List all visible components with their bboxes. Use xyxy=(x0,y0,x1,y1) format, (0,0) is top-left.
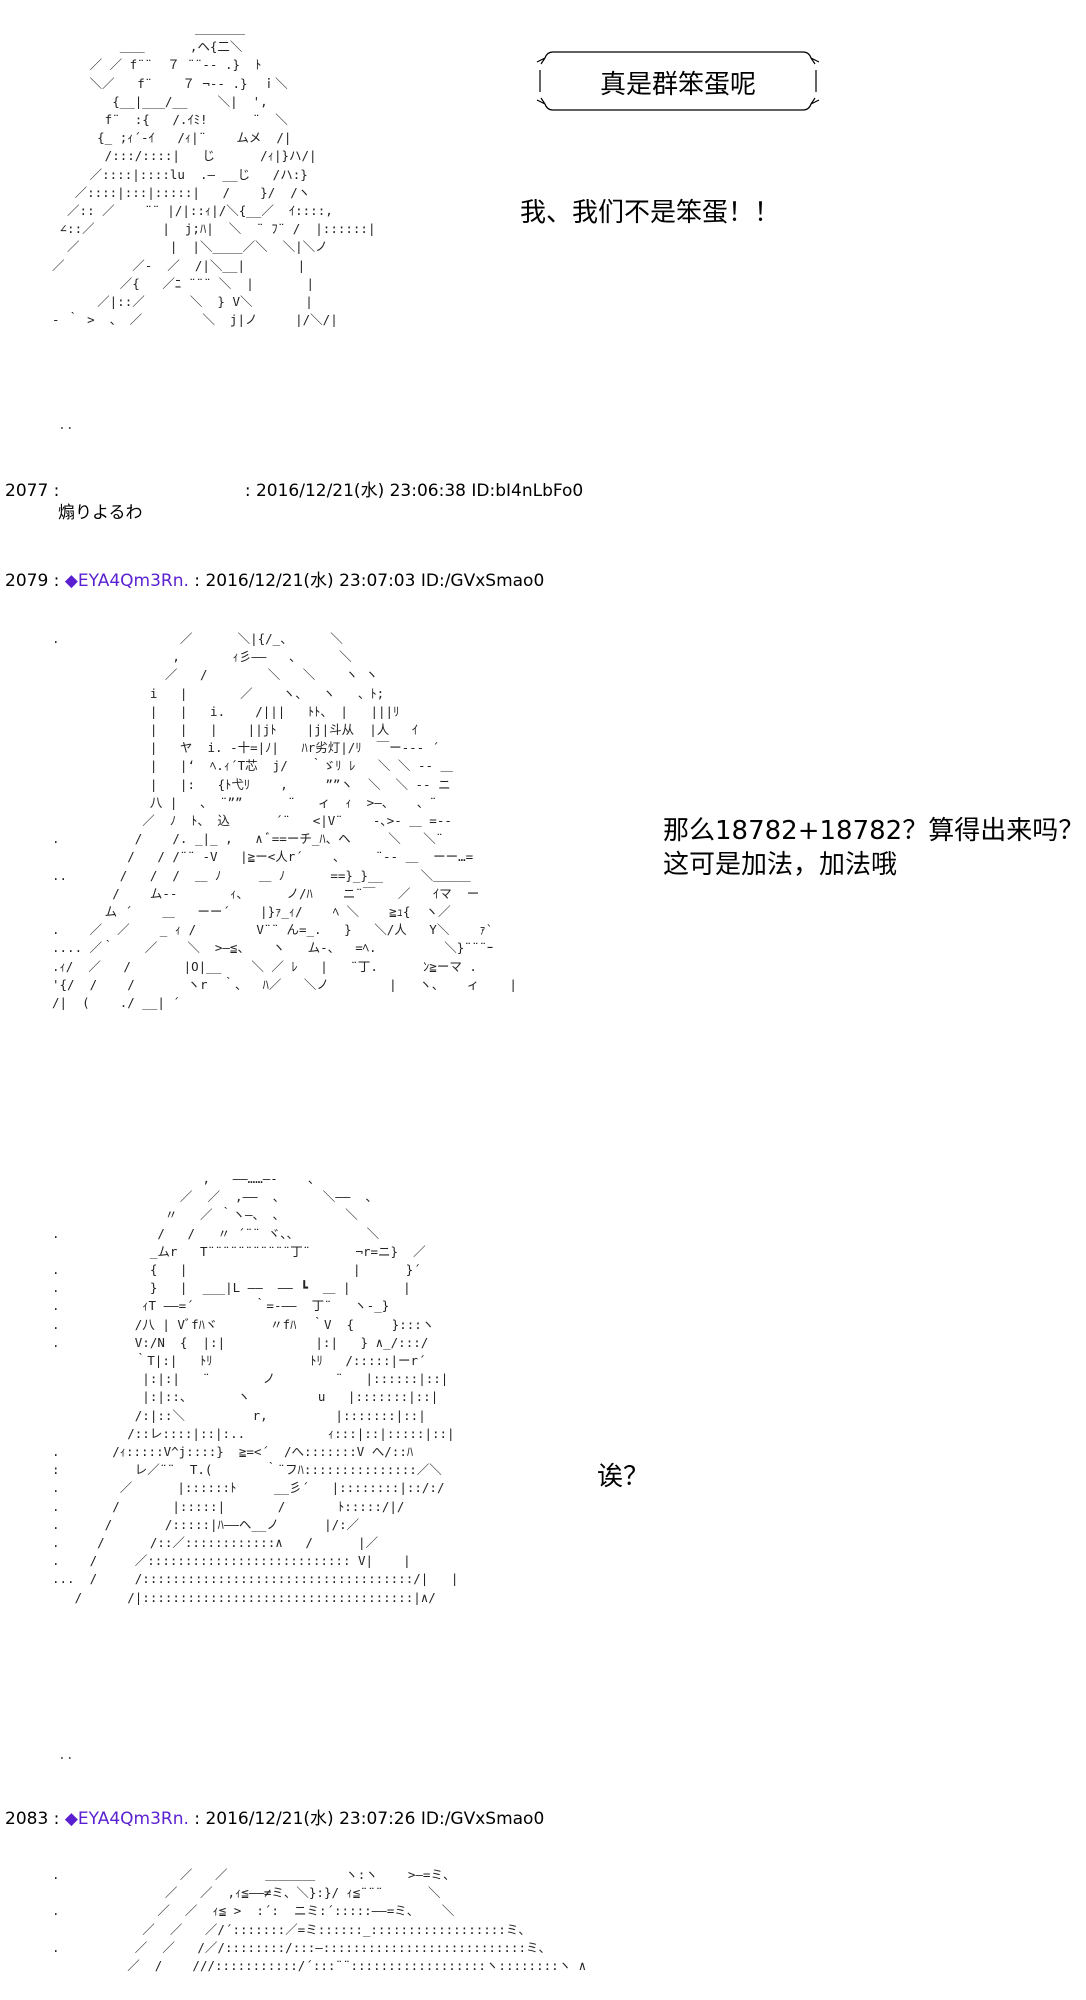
dialogue-line-3: 诶？ xyxy=(597,1462,650,1492)
separator-dots: .. xyxy=(58,1748,74,1763)
post-body-2077: 煽りよるわ xyxy=(58,503,143,523)
ascii-art-figure-2: . ／ ＼|{/_、 ＼ , ｨ彡—— 、 ＼ ／ / ＼ ＼ ヽ ヽ i | … xyxy=(52,631,517,1011)
post-number: 2077 xyxy=(5,481,49,501)
ascii-art-figure-4: . ／ ／ ＿＿＿＿ ヽ:ヽ >—=ミ、 ／ ／ ,ｨ≦——≠ミ、＼}:}/ ｨ… xyxy=(52,1867,587,1974)
dialogue-line-1: 我、我们不是笨蛋！！ xyxy=(520,198,781,228)
post-trip-name: EYA4Qm3Rn. xyxy=(77,571,189,591)
post-date: 2016/12/21(水) 23:06:38 xyxy=(255,481,466,501)
speech-bubble: 真是群笨蛋呢 xyxy=(533,50,823,112)
post-header-2083: 2083 : ◆EYA4Qm3Rn. : 2016/12/21(水) 23:07… xyxy=(5,1809,545,1829)
ascii-art-figure-1: ＿＿＿＿ ＿＿ ,ヘ{二＼ ／ ／ f¨¨ ７ ¨¨-- .} ﾄ ＼／ f¨ … xyxy=(52,21,376,328)
dialogue-line-2: 那么18782+18782？算得出来吗？ 这可是加法，加法哦 xyxy=(663,816,1085,880)
trip-diamond-icon: ◆ xyxy=(64,1809,78,1829)
trip-diamond-icon: ◆ xyxy=(64,571,78,591)
post-date: 2016/12/21(水) 23:07:26 xyxy=(205,1809,416,1829)
speech-bubble-outline xyxy=(536,51,820,111)
separator-dots: .. xyxy=(58,418,74,433)
post-header-2077: 2077 : : 2016/12/21(水) 23:06:38 ID:bI4nL… xyxy=(5,481,584,501)
post-header-2079: 2079 : ◆EYA4Qm3Rn. : 2016/12/21(水) 23:07… xyxy=(5,571,545,591)
post-date: 2016/12/21(水) 23:07:03 xyxy=(205,571,416,591)
post-id: ID:/GVxSmao0 xyxy=(420,571,545,591)
post-id: ID:/GVxSmao0 xyxy=(420,1809,545,1829)
ascii-art-figure-3: , ——……—- 、 ／ ／ ,—— 、 ＼—— 、 〃 ／ ｀ヽ—、 、 ＼ … xyxy=(52,1171,459,1605)
post-id: ID:bI4nLbFo0 xyxy=(471,481,584,501)
post-number: 2083 xyxy=(5,1809,49,1829)
bubble-text: 真是群笨蛋呢 xyxy=(599,70,756,100)
post-number: 2079 xyxy=(5,571,49,591)
post-trip-name: EYA4Qm3Rn. xyxy=(77,1809,189,1829)
